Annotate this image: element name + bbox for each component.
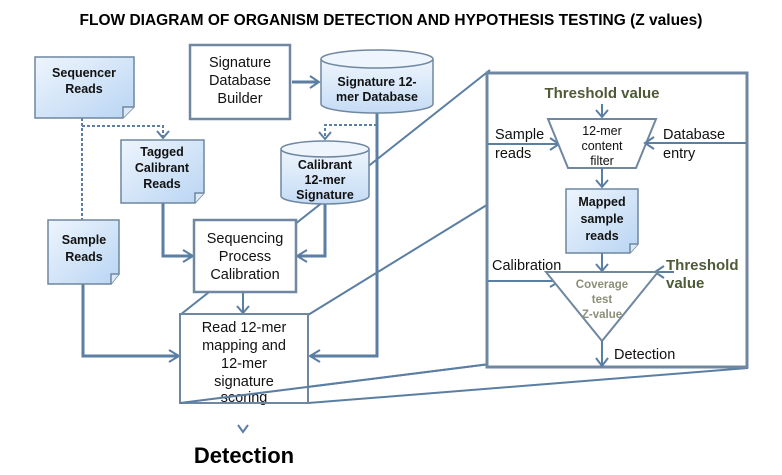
svg-text:mapping and: mapping and: [202, 338, 286, 354]
node-signature-12mer-database[interactable]: Signature 12- mer Database: [320, 49, 434, 114]
node-sample-reads[interactable]: Sample Reads: [47, 219, 120, 285]
detail-detection-label: Detection: [614, 347, 675, 363]
svg-text:Read 12-mer: Read 12-mer: [202, 320, 287, 336]
node-coverage-test[interactable]: Coverage test Z-value: [543, 271, 661, 343]
svg-text:Threshold: Threshold: [666, 257, 739, 274]
arrow-head: [309, 75, 321, 89]
svg-text:Calibrant: Calibrant: [135, 161, 190, 175]
svg-text:12-mer: 12-mer: [221, 356, 267, 372]
svg-text:12-mer: 12-mer: [582, 124, 622, 138]
svg-text:value: value: [666, 275, 704, 292]
arrow-head: [156, 130, 170, 140]
edge-calibrant-to-calibration: [298, 200, 327, 258]
arrow-head: [318, 131, 332, 141]
svg-text:sample: sample: [580, 212, 623, 226]
svg-text:Builder: Builder: [217, 91, 262, 107]
svg-text:Database: Database: [663, 127, 725, 143]
detection-output: Detection: [194, 443, 294, 468]
svg-text:signature: signature: [214, 374, 274, 390]
svg-text:Z-value: Z-value: [582, 309, 622, 321]
node-12mer-content-filter[interactable]: 12-mer content filter: [546, 118, 658, 169]
node-signature-database-builder[interactable]: Signature Database Builder: [188, 43, 292, 121]
svg-text:Sequencing: Sequencing: [207, 231, 284, 247]
svg-text:Reads: Reads: [65, 82, 103, 96]
svg-text:reads: reads: [495, 146, 531, 162]
edge-tagged-to-calibration: [161, 203, 192, 258]
node-tagged-calibrant-reads[interactable]: Tagged Calibrant Reads: [120, 139, 205, 204]
svg-text:Sample: Sample: [62, 233, 107, 247]
svg-text:Process: Process: [219, 249, 271, 265]
arrow-head: [643, 136, 655, 150]
threshold-value-top: Threshold value: [544, 85, 659, 102]
node-mapped-sample-reads[interactable]: Mapped sample reads: [565, 188, 639, 254]
svg-text:content: content: [581, 139, 623, 153]
arrow-head: [595, 357, 609, 368]
edge-database-to-mapping: [310, 108, 379, 358]
svg-text:Sequencer: Sequencer: [52, 66, 116, 80]
arrow-head: [308, 349, 321, 363]
svg-text:reads: reads: [585, 229, 618, 243]
svg-text:Calibration: Calibration: [210, 267, 279, 283]
svg-text:Sample: Sample: [495, 127, 544, 143]
edge-sample-to-mapping: [81, 284, 178, 358]
svg-text:Signature 12-: Signature 12-: [337, 75, 416, 89]
svg-text:Mapped: Mapped: [578, 195, 625, 209]
svg-text:mer Database: mer Database: [336, 90, 418, 104]
detail-panel: Threshold value Sample reads 12-mer cont…: [485, 71, 749, 369]
svg-text:Signature: Signature: [296, 188, 354, 202]
svg-text:Tagged: Tagged: [140, 145, 184, 159]
arrow-head-detection: [237, 424, 249, 434]
svg-text:filter: filter: [590, 154, 614, 168]
node-sequencer-reads[interactable]: Sequencer Reads: [34, 56, 135, 119]
svg-text:12-mer: 12-mer: [305, 173, 346, 187]
svg-text:Signature: Signature: [209, 55, 271, 71]
svg-text:entry: entry: [663, 146, 696, 162]
svg-text:Reads: Reads: [65, 250, 103, 264]
svg-text:Reads: Reads: [143, 177, 181, 191]
arrow-head: [595, 109, 609, 119]
svg-text:Coverage: Coverage: [576, 279, 628, 291]
diagram-title: FLOW DIAGRAM OF ORGANISM DETECTION AND H…: [80, 12, 703, 29]
node-read-mapping-scoring[interactable]: Read 12-mer mapping and 12-mer signature…: [179, 313, 491, 406]
svg-text:Calibrant: Calibrant: [298, 158, 353, 172]
svg-text:Database: Database: [209, 73, 271, 89]
svg-text:test: test: [592, 294, 613, 306]
edge-database-to-calibrant: [324, 124, 377, 138]
calibration-label: Calibration: [492, 258, 561, 274]
arrow-head: [595, 179, 609, 189]
edge-sequencer-to-tagged: [82, 125, 164, 137]
node-sequencing-process-calibration[interactable]: Sequencing Process Calibration: [192, 218, 298, 294]
node-calibrant-12mer-signature[interactable]: Calibrant 12-mer Signature: [280, 140, 370, 205]
